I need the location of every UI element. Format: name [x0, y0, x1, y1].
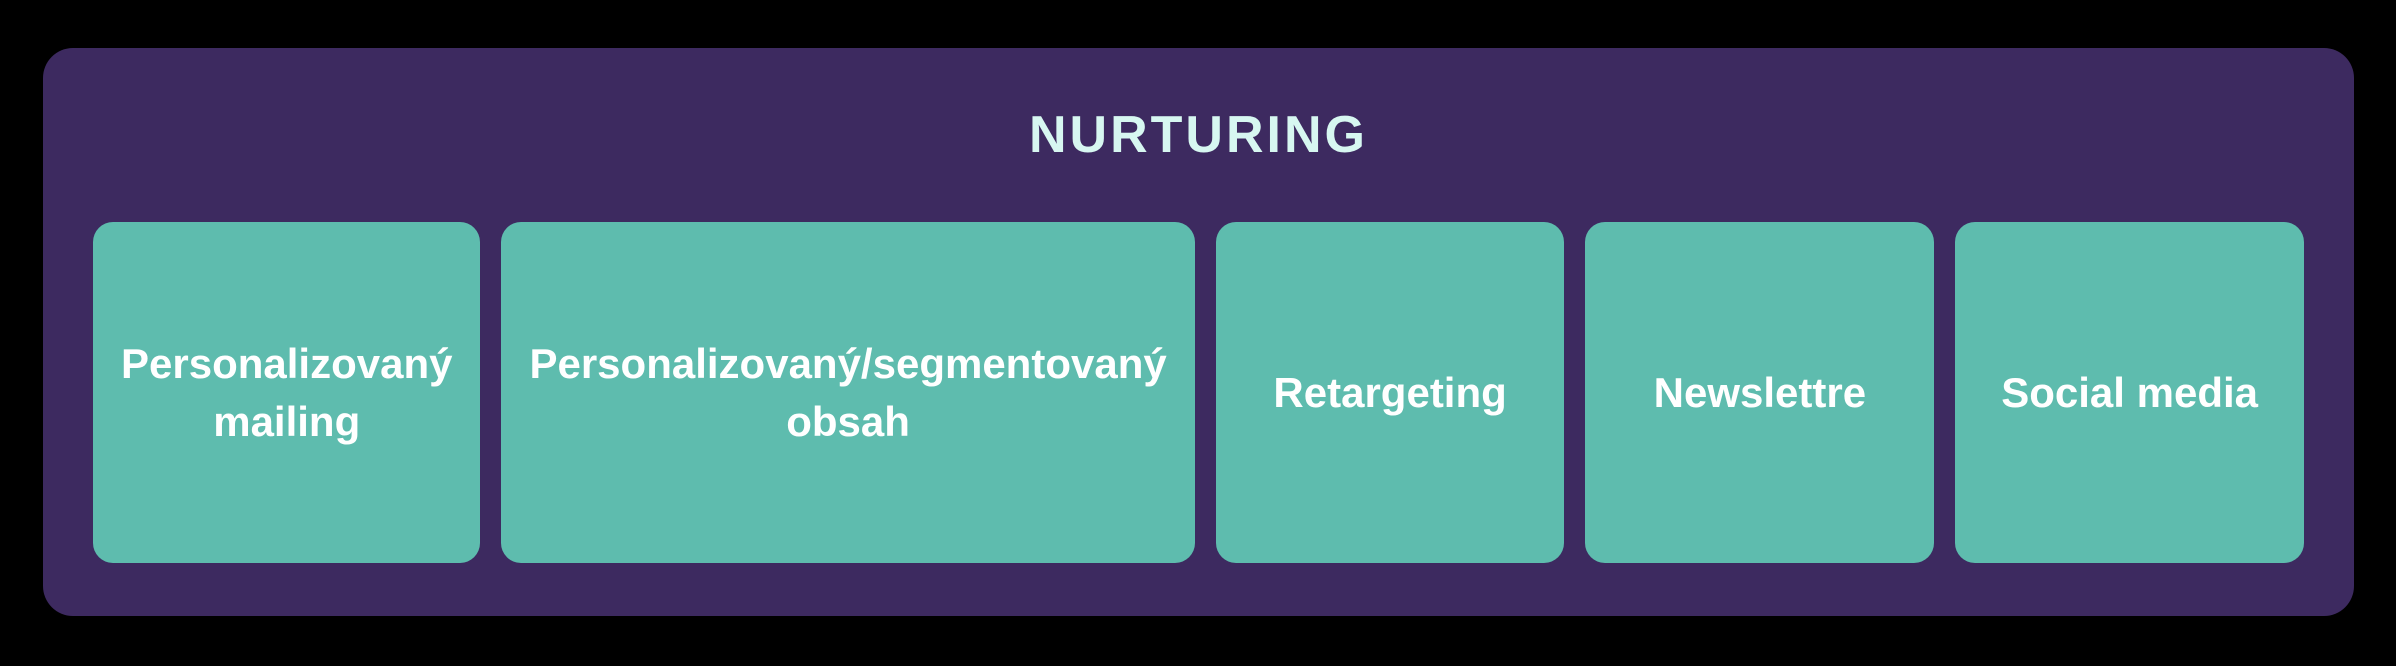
card-label: Newslettre [1653, 368, 1867, 416]
panel-title: NURTURING [1029, 106, 1368, 164]
card-retargeting: Retargeting [1215, 222, 1565, 563]
cards-row: Personalizovaný mailing Personalizovaný/… [43, 222, 2354, 563]
card-social-media: Social media [1955, 222, 2305, 563]
card-label: Social media [2001, 368, 2259, 416]
card-label: Retargeting [1273, 368, 1507, 416]
nurturing-panel: NURTURING Personalizovaný mailing Person… [43, 48, 2354, 616]
card-personalizovany-segmentovany-obsah: Personalizovaný/segmentovaný obsah [501, 222, 1195, 563]
card-personalizovany-mailing: Personalizovaný mailing [93, 222, 481, 563]
card-newslettre: Newslettre [1585, 222, 1935, 563]
card-label: Personalizovaný mailing [121, 339, 453, 445]
card-label: Personalizovaný/segmentovaný obsah [529, 339, 1167, 445]
